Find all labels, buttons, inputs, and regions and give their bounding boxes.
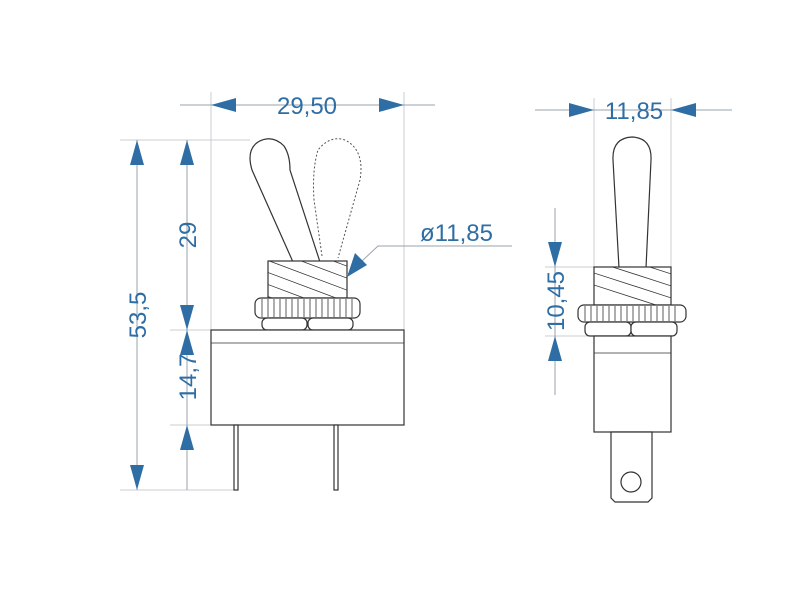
dimension-width-side: 11,85 <box>535 98 732 125</box>
dimension-total-height: 53,5 <box>125 140 152 490</box>
dimension-width-front: 29,50 <box>180 93 435 120</box>
threaded-bushing <box>267 260 348 299</box>
diameter-label: ø11,85 <box>420 220 493 247</box>
dimension-bushing-height: 10,45 <box>543 208 570 395</box>
lever-alt-position <box>313 138 362 259</box>
lever <box>249 138 321 263</box>
hex-nut-right <box>307 317 354 331</box>
side-bushing <box>593 266 672 306</box>
dimension-bushing-diameter: ø11,85 <box>346 220 512 277</box>
side-body <box>593 335 672 433</box>
width-label: 29,50 <box>277 93 337 120</box>
side-hex-nut-left <box>584 321 632 337</box>
lever-height-label: 29 <box>175 222 202 249</box>
total-height-label: 53,5 <box>125 292 152 339</box>
bushing-height-label: 10,45 <box>543 271 570 331</box>
switch-body <box>210 329 405 426</box>
side-lever <box>612 136 652 269</box>
side-knurled-nut <box>577 304 687 323</box>
knurled-nut <box>254 297 361 319</box>
side-view: 11,85 10,45 <box>535 98 732 503</box>
terminal-pin-left <box>233 424 239 491</box>
dimension-lever-height: 29 <box>175 140 202 330</box>
body-height-label: 14,7 <box>175 354 202 401</box>
side-width-label: 11,85 <box>605 98 663 125</box>
front-view: 29,50 53,5 29 14,7 ø11,85 <box>120 92 512 491</box>
dimension-body-height: 14,7 <box>175 330 202 490</box>
terminal-pin-right <box>333 424 339 491</box>
hex-nut-left <box>261 317 308 331</box>
terminal-hole <box>620 471 642 493</box>
side-hex-nut-right <box>630 321 678 337</box>
